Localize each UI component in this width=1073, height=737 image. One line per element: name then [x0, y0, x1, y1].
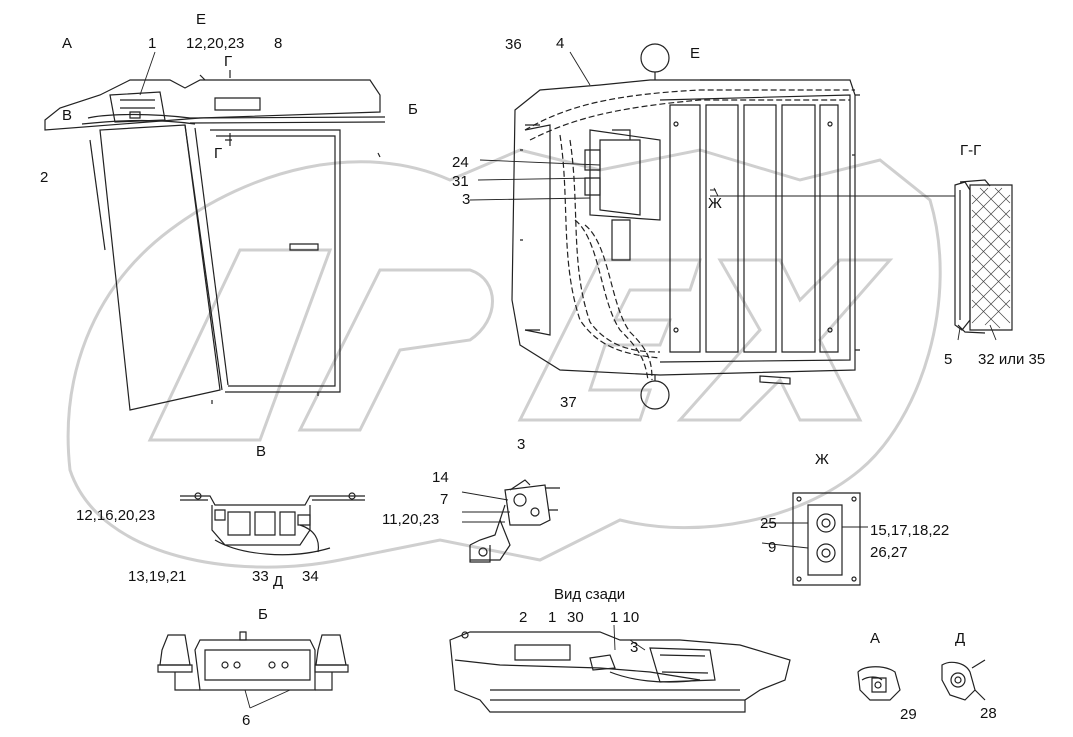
label-callout-33: 33 — [252, 568, 269, 585]
label-callout-14: 14 — [432, 469, 449, 486]
label-callout-9: 9 — [768, 539, 777, 556]
label-view-a-top: А — [62, 35, 73, 52]
label-callout-3-low: 3 — [517, 436, 526, 453]
label-rear-view: Вид сзади — [554, 586, 626, 603]
label-callout-5: 5 — [944, 351, 953, 368]
label-callout-8: 8 — [274, 35, 283, 52]
label-callout-32-35: 32 или 35 — [978, 351, 1046, 368]
label-callout-4: 4 — [556, 35, 565, 52]
label-view-e-top: Е — [196, 11, 207, 28]
label-callout-1-top: 1 — [148, 35, 157, 52]
bracket-detail — [469, 479, 560, 563]
label-callout-2-rear: 2 — [519, 609, 528, 626]
label-section-gg: Г-Г — [960, 142, 982, 159]
rear-view-detail — [449, 631, 791, 713]
label-callout-12-20-23-top: 12,20,23 — [186, 35, 245, 52]
label-callout-1-10: 1 10 — [610, 609, 640, 626]
label-callout-26-27: 26,27 — [870, 544, 908, 561]
label-callout-31: 31 — [452, 173, 469, 190]
label-callout-24: 24 — [452, 154, 469, 171]
cab-top-view — [511, 43, 860, 410]
label-section-g-mid: Г — [214, 145, 223, 162]
label-view-zh-arrow: Ж — [708, 195, 722, 212]
leader-lines — [139, 51, 997, 709]
label-callout-29: 29 — [900, 706, 917, 723]
section-gg-view — [954, 179, 1013, 334]
label-callout-6: 6 — [242, 712, 251, 729]
view-a-detail — [857, 666, 901, 701]
label-section-b-right: Б — [408, 101, 418, 118]
label-callout-3-mid: 3 — [462, 191, 471, 208]
label-callout-37: 37 — [560, 394, 577, 411]
label-callout-34: 34 — [302, 568, 319, 585]
label-view-a-bottom: А — [870, 630, 881, 647]
label-callout-7: 7 — [440, 491, 449, 508]
label-section-g-top: Г — [224, 53, 233, 70]
section-gg-hatch — [971, 187, 1011, 329]
label-view-zh: Ж — [815, 451, 829, 468]
label-callout-15-17-18-22: 15,17,18,22 — [870, 522, 950, 539]
view-zh-detail — [792, 492, 861, 586]
view-d-detail — [941, 659, 986, 701]
label-callout-13-19-21: 13,19,21 — [128, 568, 187, 585]
label-callout-1-rear: 1 — [548, 609, 557, 626]
label-view-e-right: Е — [690, 45, 701, 62]
label-view-b-bottom: Б — [258, 606, 268, 623]
label-callout-11-20-23: 11,20,23 — [382, 511, 440, 528]
label-view-d-bottom: Д — [955, 630, 966, 647]
label-callout-36: 36 — [505, 36, 522, 53]
label-callout-25: 25 — [760, 515, 777, 532]
cab-side-view — [44, 70, 386, 411]
view-v-detail — [180, 492, 365, 556]
label-callout-28: 28 — [980, 705, 997, 722]
label-view-d-mid: Д — [273, 573, 284, 590]
label-callout-30: 30 — [567, 609, 584, 626]
view-b-detail — [157, 631, 349, 691]
label-callout-2: 2 — [40, 169, 49, 186]
label-view-v: В — [256, 443, 267, 460]
label-callout-3-rear: 3 — [630, 639, 639, 656]
label-section-v-left: В — [62, 107, 73, 124]
label-callout-12-16-20-23: 12,16,20,23 — [76, 507, 156, 524]
